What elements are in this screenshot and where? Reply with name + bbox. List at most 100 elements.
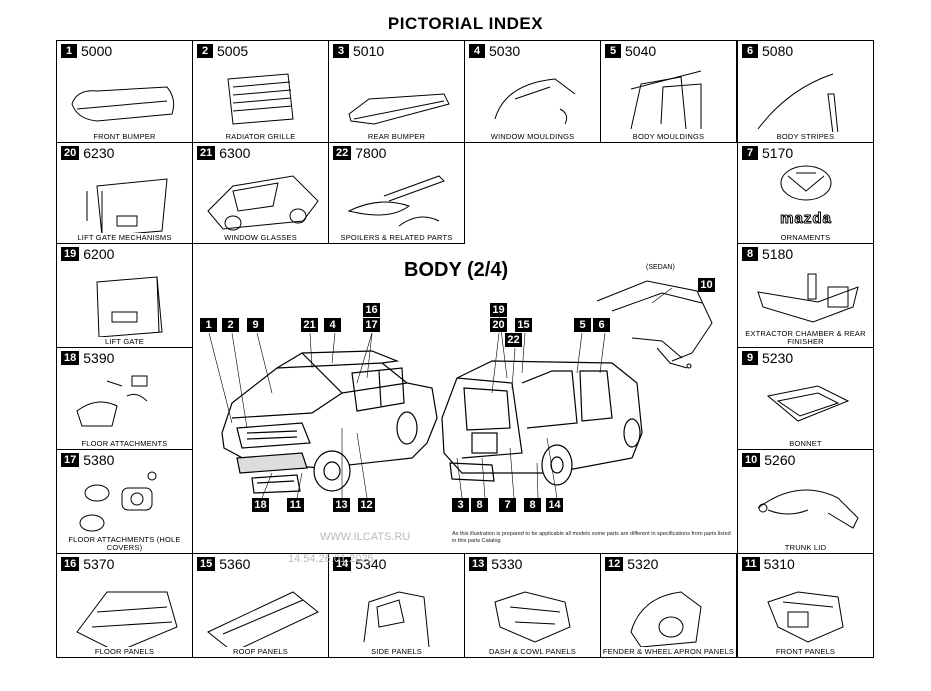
group-number-badge: 19 [61,247,80,261]
group-number-badge: 4 [469,44,485,58]
callout-5[interactable]: 5 [574,318,591,332]
part-caption: ROOF PANELS [233,647,288,656]
callout-4[interactable]: 4 [324,318,341,332]
callout-2[interactable]: 2 [222,318,239,332]
group-code: 7800 [355,145,387,161]
group-code: 5230 [762,350,794,366]
callout-11[interactable]: 11 [287,498,304,512]
part-illustration [76,375,148,427]
part-caption: WINDOW MOULDINGS [490,132,575,141]
callout-17[interactable]: 17 [363,318,380,332]
callout-8[interactable]: 8 [471,498,488,512]
group-code: 5340 [355,556,387,572]
callout-16[interactable]: 16 [363,303,380,317]
part-caption: FRONT BUMPER [93,132,156,141]
group-code: 5370 [83,556,115,572]
group-code: 5010 [353,43,385,59]
part-caption: RADIATOR GRILLE [225,132,296,141]
callout-10[interactable]: 10 [698,278,715,292]
callout-1[interactable]: 1 [200,318,217,332]
part-caption: SIDE PANELS [371,647,422,656]
part-caption: LIFT GATE MECHANISMS [77,233,172,242]
callout-14[interactable]: 14 [546,498,563,512]
callout-3[interactable]: 3 [452,498,469,512]
callout-18[interactable]: 18 [252,498,269,512]
callout-12[interactable]: 12 [358,498,375,512]
group-code: 6200 [83,246,115,262]
part-illustration [227,73,294,125]
group-number-badge: 13 [469,557,488,571]
part-illustration [96,276,163,337]
callout-13[interactable]: 13 [333,498,350,512]
group-code: 5390 [83,350,115,366]
group-code: 5380 [83,452,115,468]
rear-van-illustration [441,360,643,486]
part-illustration [76,591,178,647]
part-caption: FRONT PANELS [775,647,836,656]
callout-7[interactable]: 7 [499,498,516,512]
group-code: 5360 [219,556,251,572]
watermark-stamp: 14.54.26.01.2025 [288,553,374,565]
callout-21[interactable]: 21 [301,318,318,332]
part-caption: TRUNK LID [784,543,827,552]
part-caption: FENDER & WHEEL APRON PANELS [602,647,735,656]
group-code: 5005 [217,43,249,59]
svg-text:mazda: mazda [780,210,832,227]
part-illustration [79,471,157,532]
part-illustration [494,78,576,125]
group-number-badge: 14 [333,557,352,571]
part-caption: REAR BUMPER [367,132,426,141]
sedan-trunk-illustration [596,280,713,369]
part-caption: EXTRACTOR CHAMBER & REAR FINISHER [745,329,866,346]
part-illustration [71,86,175,122]
callout-22[interactable]: 22 [505,333,522,347]
callout-15[interactable]: 15 [515,318,532,332]
callout-19[interactable]: 19 [490,303,507,317]
group-number-badge: 10 [742,453,761,467]
group-code: 5000 [81,43,113,59]
group-number-badge: 1 [61,44,77,58]
callout-9[interactable]: 9 [247,318,264,332]
part-illustration [494,591,571,643]
part-illustration: mazda [780,165,832,228]
part-caption: SPOILERS & RELATED PARTS [340,233,453,242]
cell-header: 1 5000 [61,44,112,58]
group-number-badge: 17 [61,453,80,467]
callout-8[interactable]: 8 [524,498,541,512]
callout-20[interactable]: 20 [490,318,507,332]
callout-6[interactable]: 6 [593,318,610,332]
sedan-label: (SEDAN) [646,264,675,271]
